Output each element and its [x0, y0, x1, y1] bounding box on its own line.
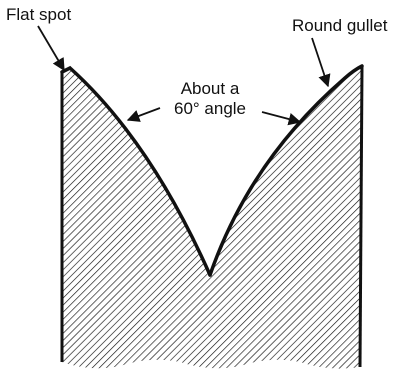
angle-right-arrow	[261, 111, 302, 126]
round-gullet-label: Round gullet	[292, 16, 388, 35]
angle-left-arrow	[126, 107, 161, 122]
tooth-body	[62, 66, 362, 369]
angle-label-line2: 60° angle	[173, 99, 247, 118]
right-edge	[358, 65, 364, 368]
round-gullet-arrow	[311, 37, 331, 88]
angle-label-line1: About a	[180, 79, 240, 98]
flat-spot-label: Flat spot	[6, 5, 72, 24]
right-cutting-face	[208, 64, 364, 277]
flat-spot-arrow	[37, 25, 65, 72]
angle-label: About a 60° angle	[150, 79, 270, 119]
left-cutting-face	[60, 65, 212, 277]
